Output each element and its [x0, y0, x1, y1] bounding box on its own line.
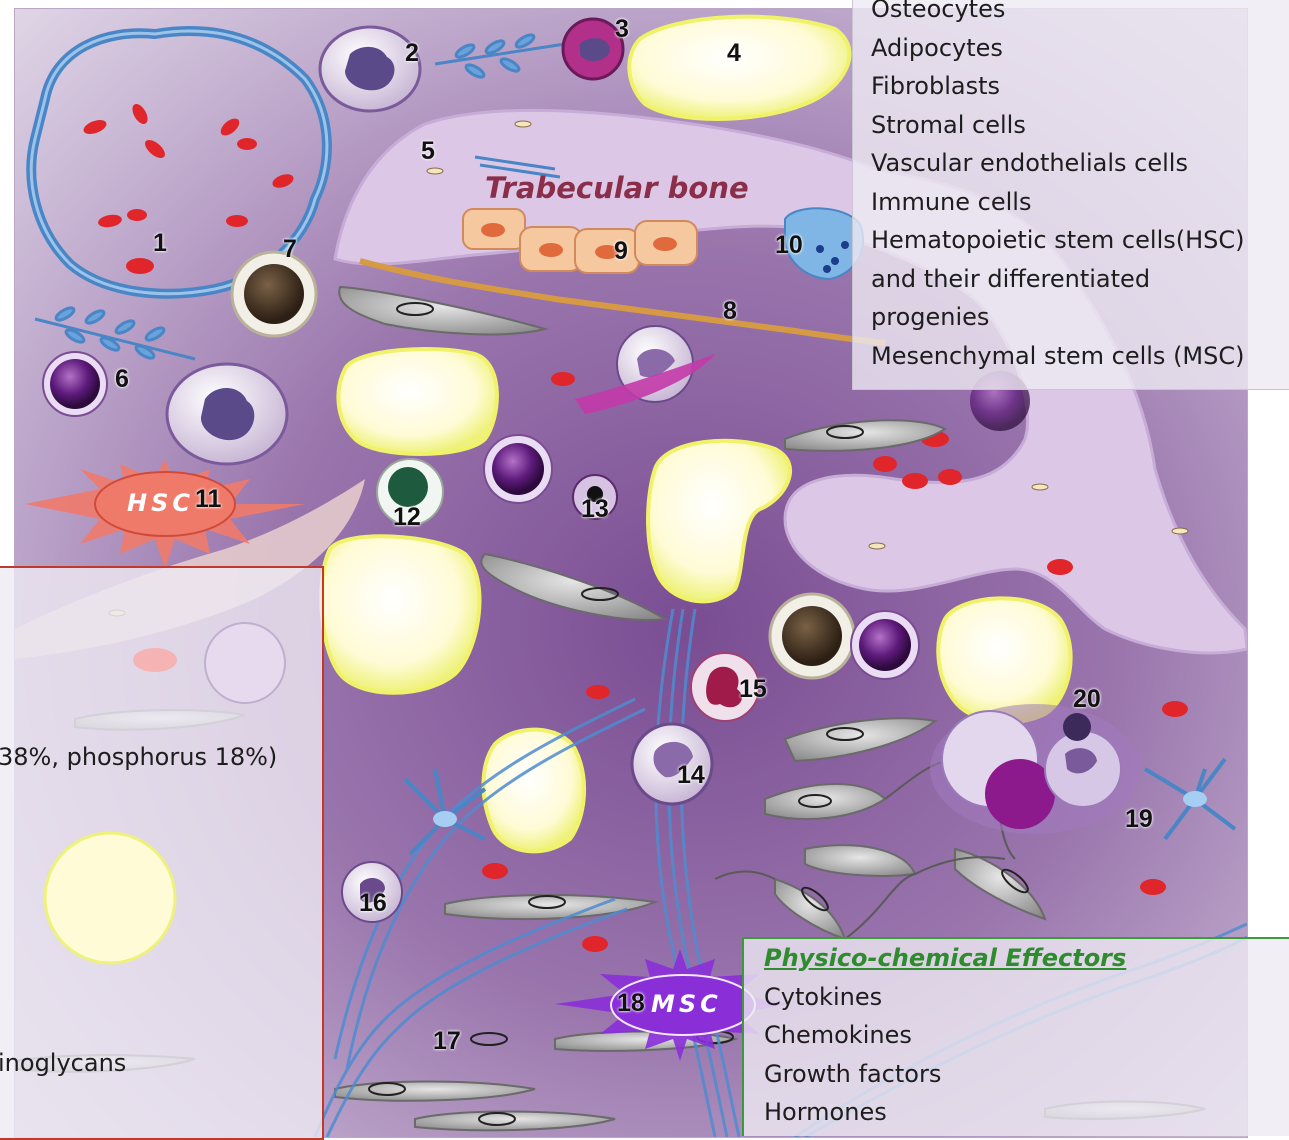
matrix-line-2: inoglycans [0, 1044, 126, 1083]
label-2: 2 [405, 39, 419, 68]
trabecular-bone-label: Trabecular bone [485, 171, 749, 205]
label-6: 6 [115, 365, 129, 394]
hsc-label: HSC [127, 489, 194, 517]
label-16: 16 [359, 889, 387, 918]
label-5: 5 [421, 137, 435, 166]
label-13: 13 [581, 495, 609, 524]
label-17: 17 [433, 1027, 461, 1056]
effector-item: Growth factors [764, 1055, 1289, 1094]
label-10: 10 [775, 231, 803, 260]
panel-line: Adipocytes [871, 29, 1289, 68]
cell-cluster [930, 704, 1140, 834]
panel-line: Immune cells [871, 183, 1289, 222]
matrix-line-1: 38%, phosphorus 18%) [0, 738, 277, 777]
panel-line: Mesenchymal stem cells (MSC) [871, 337, 1289, 376]
panel-line: and their differentiated [871, 260, 1289, 299]
effectors-panel: Physico-chemical Effectors Cytokines Che… [742, 937, 1289, 1136]
label-1: 1 [153, 229, 167, 258]
effector-item: Cytokines [764, 978, 1289, 1017]
panel-line: Vascular endothelials cells [871, 144, 1289, 183]
label-9: 9 [614, 237, 628, 266]
effector-item: Chemokines [764, 1016, 1289, 1055]
label-11: 11 [195, 485, 221, 514]
panel-line: Osteocytes [871, 0, 1289, 29]
panel-line: progenies [871, 298, 1289, 337]
label-4: 4 [727, 39, 741, 68]
label-8: 8 [723, 297, 737, 326]
cell-types-panel: Osteocytes Adipocytes Fibroblasts Stroma… [852, 0, 1289, 390]
panel-line: Hematopoietic stem cells(HSC) [871, 221, 1289, 260]
panel-line: Stromal cells [871, 106, 1289, 145]
label-14: 14 [677, 761, 705, 790]
label-20: 20 [1073, 685, 1101, 714]
msc-label: MSC [651, 990, 722, 1018]
label-15: 15 [739, 675, 767, 704]
panel-line: Fibroblasts [871, 67, 1289, 106]
effector-item: Hormones [764, 1093, 1289, 1132]
extracellular-matrix-panel: 38%, phosphorus 18%) inoglycans [0, 566, 324, 1140]
label-3: 3 [615, 15, 629, 44]
label-7: 7 [283, 235, 297, 264]
label-12: 12 [393, 503, 421, 532]
label-18: 18 [617, 989, 645, 1018]
label-19: 19 [1125, 805, 1153, 834]
effectors-heading: Physico-chemical Effectors [764, 939, 1289, 978]
